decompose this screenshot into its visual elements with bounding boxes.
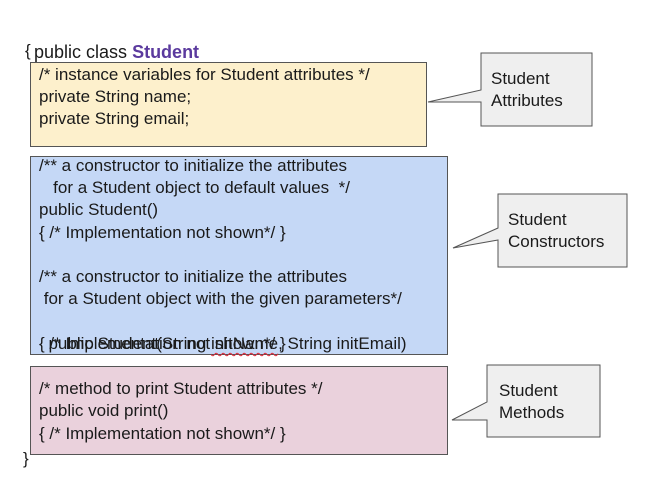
constructors-box <box>30 156 448 355</box>
callout-attributes-shape <box>427 52 593 127</box>
attributes-box <box>30 62 427 147</box>
open-brace: { <box>25 41 31 60</box>
ctor-param-comment-2: for a Student object with the given para… <box>39 289 402 308</box>
class-declaration: public class Student <box>24 19 199 63</box>
ctor-default-comment-1: /** a constructor to initialize the attr… <box>39 156 348 175</box>
class-keyword: public class <box>34 42 133 62</box>
attributes-comment: /* instance variables for Student attrib… <box>39 65 370 84</box>
attribute-email: private String email; <box>39 109 190 128</box>
methods-box <box>30 366 448 455</box>
callout-methods-shape <box>451 364 601 438</box>
close-brace: } <box>23 449 29 468</box>
ctor-param-comment-1: /** a constructor to initialize the attr… <box>39 267 348 286</box>
callout-methods-line2: Methods <box>499 403 565 422</box>
attribute-name: private String name; <box>39 87 192 106</box>
callout-attributes-line1: Student <box>491 69 550 88</box>
callout-constructors-line1: Student <box>508 210 567 229</box>
ctor-param-signature: public Student(String initName, String i… <box>39 311 407 355</box>
callout-constructors-shape <box>452 193 628 268</box>
ctor-default-comment-2: for a Student object to default values *… <box>39 178 350 197</box>
callout-constructors-line2: Constructors <box>508 232 605 251</box>
spellcheck-word: initName <box>211 334 279 353</box>
callout-attributes-line2: Attributes <box>491 91 563 110</box>
ctor-param-suffix: , String initEmail) <box>278 334 407 353</box>
method-comment: /* method to print Student attributes */ <box>39 379 323 398</box>
callout-methods-line1: Student <box>499 381 558 400</box>
ctor-default-signature: public Student() <box>39 200 159 219</box>
ctor-param-prefix: public Student(String <box>48 334 211 353</box>
method-signature: public void print() <box>39 401 169 420</box>
method-body: { /* Implementation not shown*/ } <box>39 424 286 443</box>
class-name: Student <box>132 42 200 62</box>
ctor-default-body: { /* Implementation not shown*/ } <box>39 223 286 242</box>
ctor-param-body: { /* Implementation not shown*/ } <box>39 334 286 353</box>
